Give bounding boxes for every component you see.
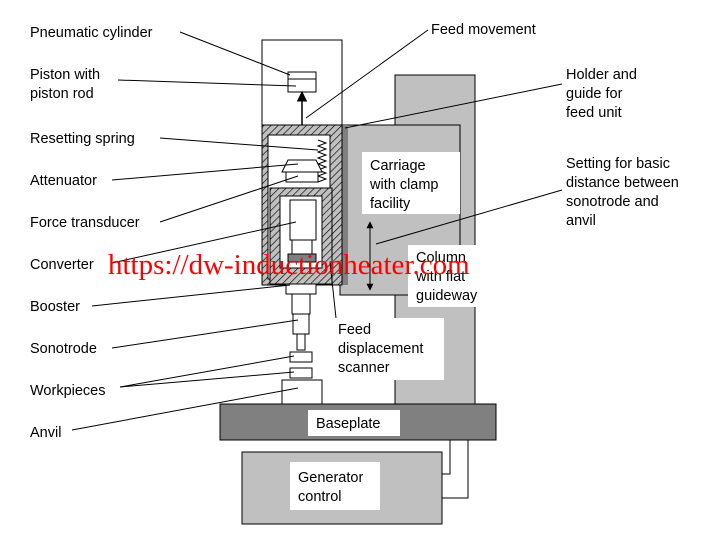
label-holder-line1: Holder and: [566, 67, 637, 83]
label-pneumatic-cylinder: Pneumatic cylinder: [30, 25, 153, 41]
label-resetting-spring: Resetting spring: [30, 131, 135, 147]
label-feed-movement: Feed movement: [431, 22, 536, 38]
label-column-line3: guideway: [416, 288, 478, 304]
label-setting-line2: distance between: [566, 175, 679, 191]
leader-lines: [71, 29, 563, 431]
label-generator-line2: control: [298, 489, 342, 505]
label-setting-line4: anvil: [566, 213, 596, 229]
resetting-spring: [316, 139, 328, 183]
label-feed-displacement-line3: scanner: [338, 360, 390, 376]
label-column-line1: Column: [416, 250, 466, 266]
label-holder-line2: guide for: [566, 86, 623, 102]
label-carriage-line1: Carriage: [370, 158, 426, 174]
label-setting-line1: Setting for basic: [566, 156, 670, 172]
booster: [285, 283, 317, 295]
workpiece-lower: [289, 367, 313, 379]
label-workpieces: Workpieces: [30, 383, 105, 399]
label-carriage-line3: facility: [370, 196, 411, 212]
anvil: [281, 379, 323, 405]
label-carriage-line2: with clamp: [369, 177, 439, 193]
workpiece-upper: [289, 351, 313, 363]
label-sonotrode: Sonotrode: [30, 341, 97, 357]
label-setting-line3: sonotrode and: [566, 194, 659, 210]
label-attenuator: Attenuator: [30, 173, 97, 189]
label-feed-displacement-line2: displacement: [338, 341, 423, 357]
label-generator-line1: Generator: [298, 470, 363, 486]
label-piston-line1: Piston with: [30, 67, 100, 83]
label-piston-line2: piston rod: [30, 86, 94, 102]
label-anvil: Anvil: [30, 425, 61, 441]
piston: [287, 71, 317, 93]
label-holder-line3: feed unit: [566, 105, 622, 121]
label-booster: Booster: [30, 299, 80, 315]
label-column-line2: with flat: [415, 269, 465, 285]
watermark-url: https://dw-inductionheater.com: [108, 249, 470, 281]
label-converter: Converter: [30, 257, 94, 273]
attenuator: [281, 159, 323, 173]
sonotrode: [292, 313, 310, 335]
label-feed-displacement-line1: Feed: [338, 322, 371, 338]
label-baseplate: Baseplate: [316, 416, 381, 432]
label-force-transducer: Force transducer: [30, 215, 140, 231]
